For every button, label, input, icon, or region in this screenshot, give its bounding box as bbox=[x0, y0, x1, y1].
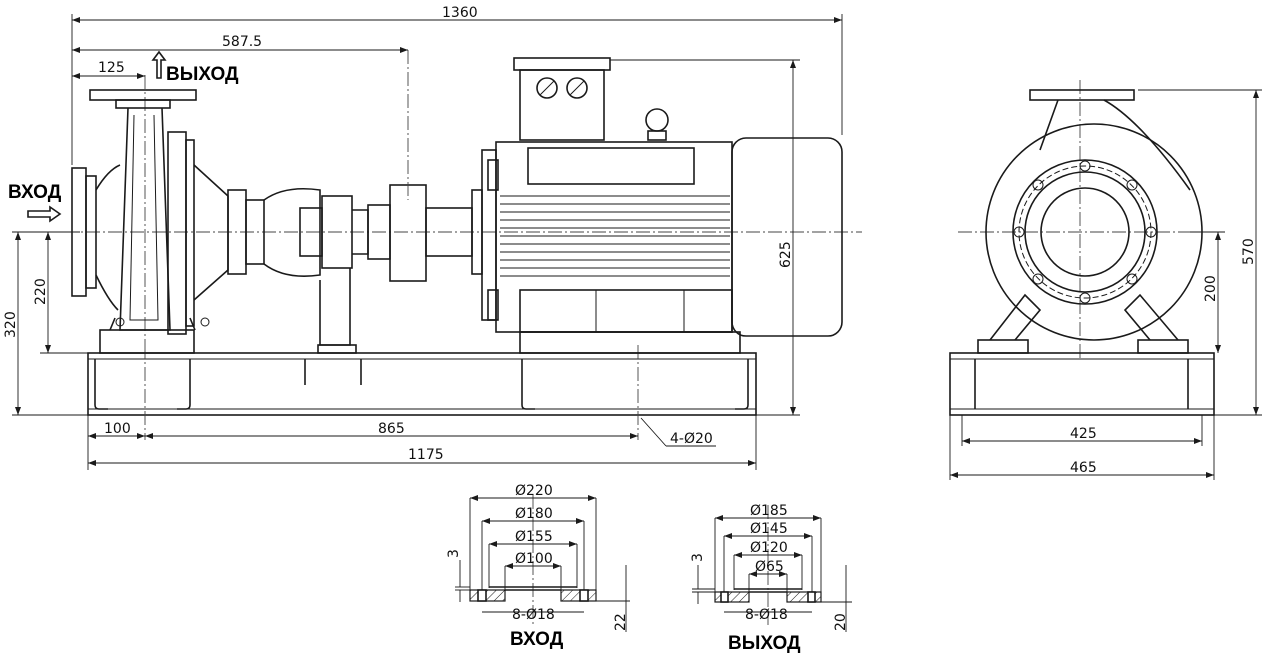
svg-text:Ø155: Ø155 bbox=[515, 529, 553, 545]
inlet-flange-detail: Ø220 Ø180 Ø155 Ø100 8-Ø18 3 22 ВХОД bbox=[446, 483, 630, 650]
svg-text:Ø65: Ø65 bbox=[755, 559, 784, 575]
end-view: 570 200 425 465 bbox=[949, 80, 1262, 480]
dim-overall-length: 1360 bbox=[71, 5, 843, 165]
svg-text:Ø220: Ø220 bbox=[515, 483, 553, 499]
flange-bolt-holes bbox=[1013, 160, 1157, 304]
cable-gland-right bbox=[566, 77, 588, 99]
svg-text:20: 20 bbox=[833, 613, 849, 631]
svg-text:320: 320 bbox=[3, 311, 19, 338]
bearing-bracket bbox=[227, 187, 369, 354]
outlet-flange-detail: Ø185 Ø145 Ø120 Ø65 8-Ø18 3 20 ВЫХОД bbox=[690, 503, 852, 654]
svg-text:100: 100 bbox=[104, 421, 131, 437]
svg-text:625: 625 bbox=[778, 241, 794, 268]
cable-gland-left bbox=[536, 77, 558, 99]
dim-outlet-offset: 125 bbox=[72, 60, 145, 79]
dim-anchor-spacing: 865 bbox=[145, 421, 638, 439]
svg-text:4-Ø20: 4-Ø20 bbox=[670, 431, 713, 447]
outlet-flange-caption: ВЫХОД bbox=[728, 633, 801, 654]
svg-text:465: 465 bbox=[1070, 460, 1097, 476]
motor bbox=[471, 57, 843, 354]
svg-text:3: 3 bbox=[690, 553, 706, 562]
base-frame bbox=[87, 345, 757, 440]
svg-text:865: 865 bbox=[378, 421, 405, 437]
dim-to-coupling: 587.5 bbox=[72, 34, 408, 53]
dim-end-height: 570 bbox=[1138, 89, 1262, 416]
svg-text:425: 425 bbox=[1070, 426, 1097, 442]
svg-text:1360: 1360 bbox=[442, 5, 478, 21]
inlet-label: ВХОД bbox=[8, 182, 62, 203]
side-view: ВЫХОД ВХОД 1360 587.5 125 320 bbox=[3, 5, 862, 470]
inlet-flange-caption: ВХОД bbox=[510, 629, 564, 650]
outlet-label: ВЫХОД bbox=[166, 64, 239, 85]
svg-text:200: 200 bbox=[1203, 275, 1219, 302]
svg-text:Ø185: Ø185 bbox=[750, 503, 788, 519]
svg-text:Ø180: Ø180 bbox=[515, 506, 553, 522]
coupling bbox=[367, 50, 473, 282]
dim-base-inner: 425 bbox=[961, 415, 1203, 446]
svg-text:8-Ø18: 8-Ø18 bbox=[512, 607, 555, 623]
svg-text:3: 3 bbox=[446, 549, 462, 558]
dim-end-axis-height: 200 bbox=[1190, 231, 1225, 353]
svg-text:220: 220 bbox=[33, 278, 49, 305]
pump-casing bbox=[71, 89, 229, 354]
dim-base-length: 1175 bbox=[88, 415, 757, 470]
dim-base-outer: 465 bbox=[949, 415, 1215, 480]
svg-text:125: 125 bbox=[98, 60, 125, 76]
svg-text:570: 570 bbox=[1241, 238, 1257, 265]
outlet-arrow bbox=[151, 50, 167, 79]
inlet-arrow bbox=[27, 205, 62, 223]
svg-text:Ø145: Ø145 bbox=[750, 521, 788, 537]
motor-cooling-fins bbox=[500, 195, 730, 277]
dim-anchor-holes: 4-Ø20 bbox=[640, 417, 716, 447]
svg-text:Ø120: Ø120 bbox=[750, 540, 788, 556]
svg-text:587.5: 587.5 bbox=[222, 34, 262, 50]
dim-anchor-offset: 100 bbox=[87, 415, 145, 470]
svg-text:1175: 1175 bbox=[408, 447, 444, 463]
svg-text:8-Ø18: 8-Ø18 bbox=[745, 607, 788, 623]
dim-inlet-axis-height: 220 bbox=[33, 232, 90, 354]
lifting-eye bbox=[645, 108, 669, 132]
dim-shaft-height: 320 bbox=[3, 231, 90, 416]
dim-overall-height: 625 bbox=[610, 59, 800, 416]
svg-text:Ø100: Ø100 bbox=[515, 551, 553, 567]
svg-text:22: 22 bbox=[613, 613, 629, 631]
